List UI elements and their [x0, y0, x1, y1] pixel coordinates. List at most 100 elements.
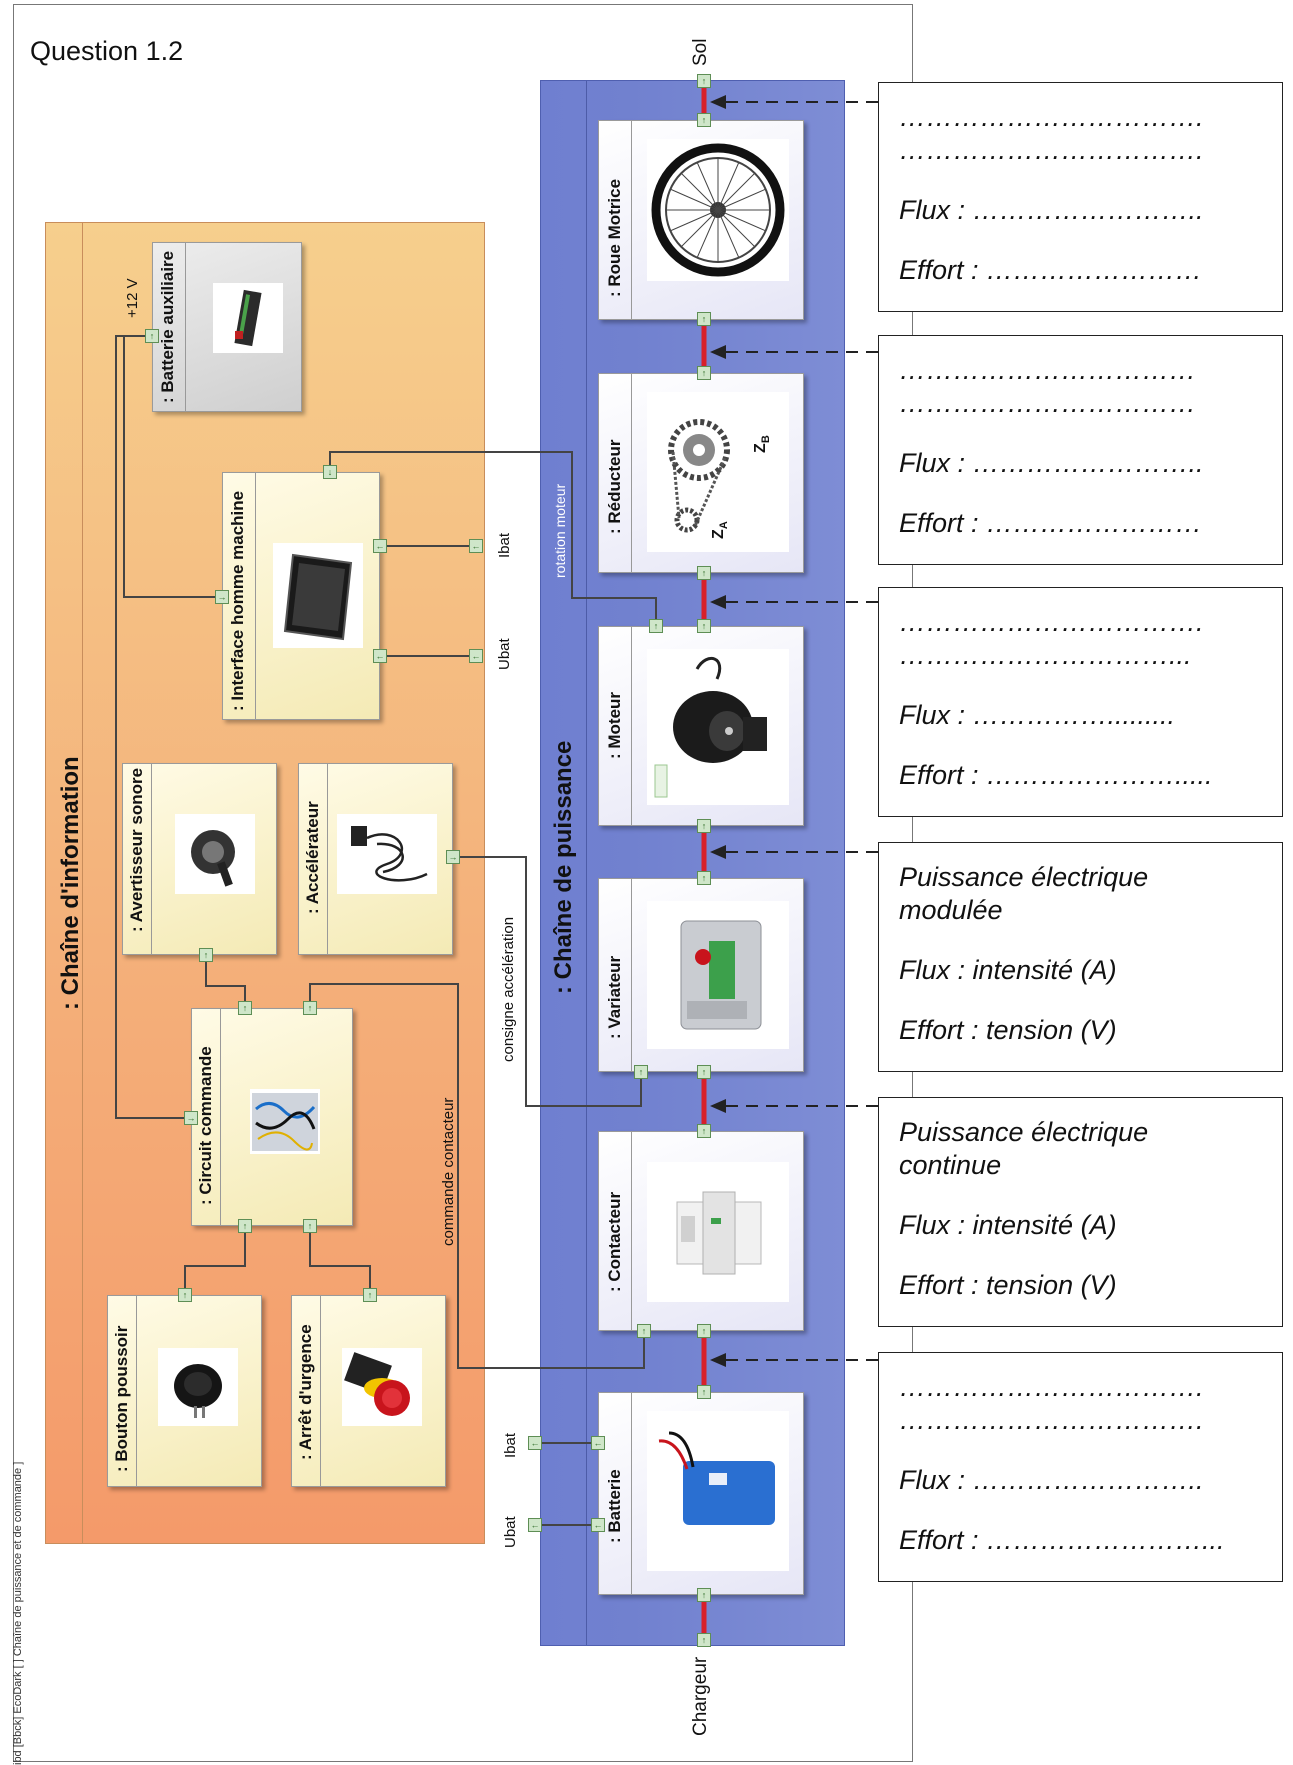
port-variateur-in: ↑ [697, 871, 711, 885]
horn-icon [191, 830, 235, 887]
batterie-auxiliaire-block[interactable]: : Batterie auxiliaire [152, 242, 302, 412]
flux-box-3: ……………………………. …………………………... Flux : …………….… [878, 587, 1283, 817]
reducteur-block[interactable]: : Réducteur ZB ZA [598, 373, 804, 573]
bouton-poussoir-label: : Bouton poussoir [112, 1325, 131, 1472]
roue-motrice-image [647, 139, 789, 281]
port-chargeur: ↑ [697, 1633, 711, 1647]
arret-urgence-block[interactable]: : Arrêt d'urgence [291, 1295, 446, 1487]
circuit-commande-label: : Circuit commande [196, 1046, 215, 1205]
moteur-block[interactable]: : Moteur [598, 626, 804, 826]
port-circuit-bottom-a: ↑ [238, 1219, 252, 1233]
arret-urgence-label: : Arrêt d'urgence [296, 1324, 315, 1460]
accelerateur-label: : Accélérateur [303, 801, 322, 914]
batterie-auxiliaire-image [213, 283, 283, 353]
port-contacteur-cmd: ↑ [637, 1324, 651, 1338]
emergency-stop-icon [344, 1352, 410, 1416]
variateur-image [647, 901, 789, 1049]
port-ihm-12v: → [215, 590, 229, 604]
roue-motrice-block[interactable]: : Roue Motrice [598, 120, 804, 320]
throttle-cable-icon [351, 826, 428, 882]
contacteur-block[interactable]: : Contacteur [598, 1131, 804, 1331]
ibat-batterie-label: Ibat [502, 1432, 519, 1458]
port-ibat-ext: ← [469, 539, 483, 553]
flux-box-2: …………………………… …………………………… Flux : …………………….… [878, 335, 1283, 565]
reducteur-za-label: ZA [709, 521, 730, 539]
consigne-acceleration-label: consigne accélération [500, 916, 517, 1062]
avertisseur-image [175, 814, 255, 894]
frame-caption: ibd [Bbck] EcoDark [ ] Chaîne de puissan… [12, 1461, 24, 1765]
reducteur-label: : Réducteur [605, 439, 624, 534]
port-circuit-top-a: ↑ [238, 1001, 252, 1015]
batterie-image [647, 1411, 789, 1571]
port-batterie-ibat: ← [528, 1436, 542, 1450]
roue-motrice-label: : Roue Motrice [605, 178, 624, 297]
port-circuit-top-b: ↑ [303, 1001, 317, 1015]
reducteur-image: ZB ZA [647, 392, 789, 552]
variateur-block[interactable]: : Variateur [598, 878, 804, 1072]
port-variateur-out: ↑ [697, 1065, 711, 1079]
commande-contacteur-label: commande contacteur [440, 1097, 457, 1246]
port-reducteur-in: ↑ [697, 366, 711, 380]
sol-label: Sol [690, 38, 711, 66]
rotation-moteur-label: rotation moteur [552, 483, 568, 578]
plus12v-label: +12 V [124, 278, 141, 318]
contacteur-image [647, 1162, 789, 1302]
port-moteur-out: ↑ [697, 819, 711, 833]
port-reducteur-out: ↑ [697, 566, 711, 580]
moteur-label: : Moteur [605, 691, 624, 759]
flux-box-5: Puissance électrique continue Flux : int… [878, 1097, 1283, 1327]
arret-urgence-image [342, 1348, 422, 1426]
port-contacteur-out: ↑ [697, 1324, 711, 1338]
ihm-block[interactable]: : Interface homme machine [222, 472, 380, 720]
circuit-commande-image [250, 1089, 320, 1154]
flux-box-4: Puissance électrique modulée Flux : inte… [878, 842, 1283, 1072]
motor-icon [654, 657, 767, 798]
port-batt-aux: ↑ [145, 329, 159, 343]
bouton-poussoir-image [158, 1348, 238, 1426]
port-moteur-in: ↑ [697, 619, 711, 633]
port-ihm-rotation: ↓ [323, 465, 337, 479]
port-ubat-ext: ← [469, 649, 483, 663]
variateur-label: : Variateur [605, 955, 624, 1039]
ibat-ihm-label: Ibat [496, 532, 513, 558]
batterie-block[interactable]: : Batterie [598, 1392, 804, 1595]
port-batterie-in: ↑ [697, 1385, 711, 1399]
contactor-icon [676, 1191, 762, 1275]
port-avertisseur: ↑ [199, 948, 213, 962]
port-ihm-ibat: ← [373, 539, 387, 553]
wiring-board-icon [252, 1093, 318, 1151]
ihm-label: : Interface homme machine [228, 490, 247, 711]
port-arret: ↑ [363, 1288, 377, 1302]
circuit-commande-block[interactable]: : Circuit commande [191, 1008, 353, 1226]
accelerateur-block[interactable]: : Accélérateur [298, 763, 453, 955]
port-roue-in: ↑ [697, 113, 711, 127]
port-batterie-ubat-in: ← [591, 1518, 605, 1532]
batterie-auxiliaire-label: : Batterie auxiliaire [158, 250, 177, 403]
push-button-icon [174, 1364, 222, 1418]
flux-box-1: ……………………………. ……………………………. Flux : …………………… [878, 82, 1283, 312]
ubat-batterie-label: Ubat [502, 1516, 519, 1548]
port-roue-out: ↑ [697, 312, 711, 326]
ihm-image [273, 543, 363, 648]
avertisseur-sonore-block[interactable]: : Avertisseur sonore [122, 763, 277, 955]
moteur-image [647, 649, 789, 805]
reducteur-zb-label: ZB [751, 435, 772, 453]
port-batterie-ubat: ← [528, 1518, 542, 1532]
port-variateur-consigne: ↑ [634, 1065, 648, 1079]
bouton-poussoir-block[interactable]: : Bouton poussoir [107, 1295, 262, 1487]
port-ihm-ubat: ← [373, 649, 387, 663]
chain-sprocket-icon [668, 419, 730, 533]
port-accelerateur: → [446, 850, 460, 864]
port-circuit-bottom-b: ↑ [303, 1219, 317, 1233]
port-sol: ↑ [697, 74, 711, 88]
avertisseur-sonore-label: : Avertisseur sonore [127, 767, 146, 932]
port-batterie-out: ↑ [697, 1588, 711, 1602]
lithium-battery-icon [658, 1431, 775, 1525]
question-title: Question 1.2 [30, 36, 184, 66]
touchscreen-icon [283, 553, 353, 641]
contacteur-label: : Contacteur [605, 1191, 624, 1292]
flux-box-6: ……………………………. ……………………………. Flux : …………………… [878, 1352, 1283, 1582]
ubat-ihm-label: Ubat [496, 638, 513, 670]
batterie-label: : Batterie [605, 1469, 624, 1543]
port-bouton: ↑ [178, 1288, 192, 1302]
